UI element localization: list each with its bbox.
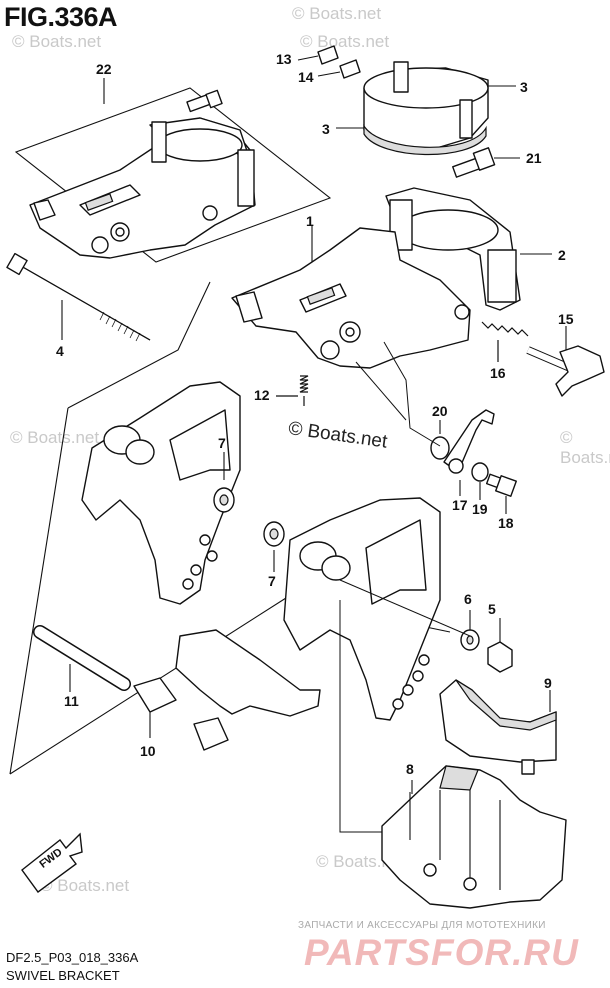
callout-7: 7 [268,573,276,589]
clamp-cover-9 [439,679,557,775]
figure-title: FIG.336A [4,2,118,32]
watermark: © Boats.net [12,32,102,51]
clamp-bracket-2 [385,187,552,311]
callout-7: 7 [218,435,226,451]
brand-logo: PARTSFOR.RU [304,932,579,973]
nut-5 [487,641,513,673]
promo-text: ЗАПЧАСТИ И АКСЕССУАРЫ ДЛЯ МОТОТЕХНИКИ [298,920,546,931]
bolt-18 [485,473,517,514]
spring-clip-12 [276,375,309,406]
spring-16 [481,321,529,362]
wing-bolt-15 [526,326,605,397]
callout-20: 20 [432,403,448,419]
callout-12: 12 [254,387,270,403]
pad-14 [317,59,361,79]
washer-19 [471,462,489,482]
bolt-22 [186,89,223,113]
tilt-lever-20 [439,409,495,474]
callout-8: 8 [406,761,414,777]
stern-bracket-left [81,381,241,605]
callout-1: 1 [306,213,314,229]
callout-19: 19 [472,501,488,517]
callout-11: 11 [64,693,79,709]
clamp-bracket-assembly-22 [29,117,256,259]
callout-18: 18 [498,515,514,531]
bushing-3 [336,61,516,156]
stern-bracket-right [283,497,441,721]
callout-17: 17 [452,497,468,513]
callout-22: 22 [96,61,112,77]
thrust-bracket-10 [133,629,321,751]
callout-9: 9 [544,675,552,691]
callout-3: 3 [322,121,330,137]
callout-6: 6 [464,591,472,607]
pad-13 [297,45,339,65]
swivel-bracket-1 [231,226,471,369]
watermark: © Boats.net [292,4,382,23]
figure-caption: SWIVEL BRACKET [6,968,120,983]
callout-2: 2 [558,247,566,263]
snap-ring-17 [430,436,450,460]
callout-10: 10 [140,743,156,759]
long-bolt-4 [6,252,151,342]
watermark: © Boats.net [10,428,100,447]
fwd-arrow-icon [21,832,83,893]
watermark: © Boats.net [40,876,130,895]
bolt-21 [452,147,520,178]
watermark: © Boats.net [560,428,610,467]
callout-14: 14 [298,69,314,85]
callout-21: 21 [526,150,542,166]
callout-16: 16 [490,365,506,381]
callout-15: 15 [558,311,574,327]
callout-13: 13 [276,51,292,67]
figure-code: DF2.5_P03_018_336A [6,950,139,965]
callout-3: 3 [520,79,528,95]
lower-bracket-8 [381,765,567,909]
callout-5: 5 [488,601,496,617]
callout-4: 4 [56,343,64,359]
watermark: © Boats.net [300,32,390,51]
pin-11 [33,625,131,692]
